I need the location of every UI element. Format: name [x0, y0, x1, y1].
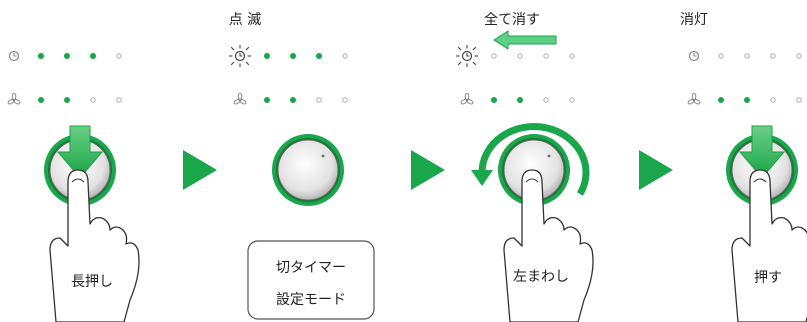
- rotate-left-arrow: [471, 123, 590, 196]
- timer-dot: [796, 53, 802, 59]
- fan-dot: [290, 97, 296, 103]
- clear-all-label: 全て消す: [484, 11, 540, 28]
- fan-dot: [116, 97, 122, 103]
- timer-dot: [290, 53, 296, 59]
- next-step-arrow-3: [639, 150, 673, 190]
- indicator-panel-4: [687, 50, 802, 105]
- timer-dot: [744, 53, 750, 59]
- timer-dot: [316, 53, 322, 59]
- press-arrow: [56, 125, 104, 179]
- indicator-panel-2: [229, 45, 348, 105]
- timer-dot: [90, 53, 96, 59]
- timer-dot: [38, 53, 44, 59]
- fan-dot: [543, 97, 549, 103]
- fan-icon: [687, 92, 701, 105]
- timer-dot: [264, 53, 270, 59]
- next-step-arrow-1: [183, 150, 217, 190]
- fan-dot: [38, 97, 44, 103]
- fan-dot: [64, 97, 70, 103]
- press-arrow: [738, 125, 786, 179]
- indicator-panels: [7, 45, 802, 105]
- timer-dot: [491, 53, 497, 59]
- timer-dot: [116, 53, 122, 59]
- rotate-left-label: 左まわし: [513, 269, 569, 285]
- fan-dot: [517, 97, 523, 103]
- fan-icon: [460, 92, 474, 105]
- fan-dot: [796, 97, 802, 103]
- fan-dot: [491, 97, 497, 103]
- fan-dot: [342, 97, 348, 103]
- blinking-clock-icon: [456, 45, 478, 67]
- hand-4: [731, 169, 807, 322]
- timer-dot: [718, 53, 724, 59]
- timer-dot: [64, 53, 70, 59]
- fan-icon: [7, 92, 21, 105]
- clear-direction-arrow: [493, 30, 557, 50]
- timer-dot: [342, 53, 348, 59]
- next-step-arrow-2: [411, 150, 445, 190]
- timer-dot: [569, 53, 575, 59]
- clock-icon: [688, 50, 700, 62]
- fan-dot: [770, 97, 776, 103]
- fan-dot: [569, 97, 575, 103]
- blink-label: 点 滅: [229, 12, 261, 28]
- mode-box-line1: 切タイマー: [276, 260, 346, 276]
- fan-dot: [264, 97, 270, 103]
- fan-dot: [316, 97, 322, 103]
- long-press-label: 長押し: [71, 274, 113, 290]
- fan-icon: [233, 92, 247, 105]
- indicator-panel-3: [456, 45, 575, 105]
- hand-1: [49, 169, 140, 322]
- fan-dot: [90, 97, 96, 103]
- fan-dot: [718, 97, 724, 103]
- hand-3: [503, 169, 594, 322]
- timer-setting-mode-box: 切タイマー 設定モード: [247, 240, 375, 320]
- blinking-clock-icon: [229, 45, 251, 67]
- hand-group: [49, 169, 807, 322]
- press-label: 押す: [754, 270, 782, 286]
- clock-icon: [8, 50, 20, 62]
- lights-off-label: 消灯: [680, 12, 708, 28]
- timer-dot: [770, 53, 776, 59]
- mode-box-line2: 設定モード: [276, 292, 346, 308]
- timer-dot: [517, 53, 523, 59]
- knob-2[interactable]: [272, 134, 344, 206]
- indicator-panel-1: [7, 50, 122, 105]
- fan-dot: [744, 97, 750, 103]
- timer-dot: [543, 53, 549, 59]
